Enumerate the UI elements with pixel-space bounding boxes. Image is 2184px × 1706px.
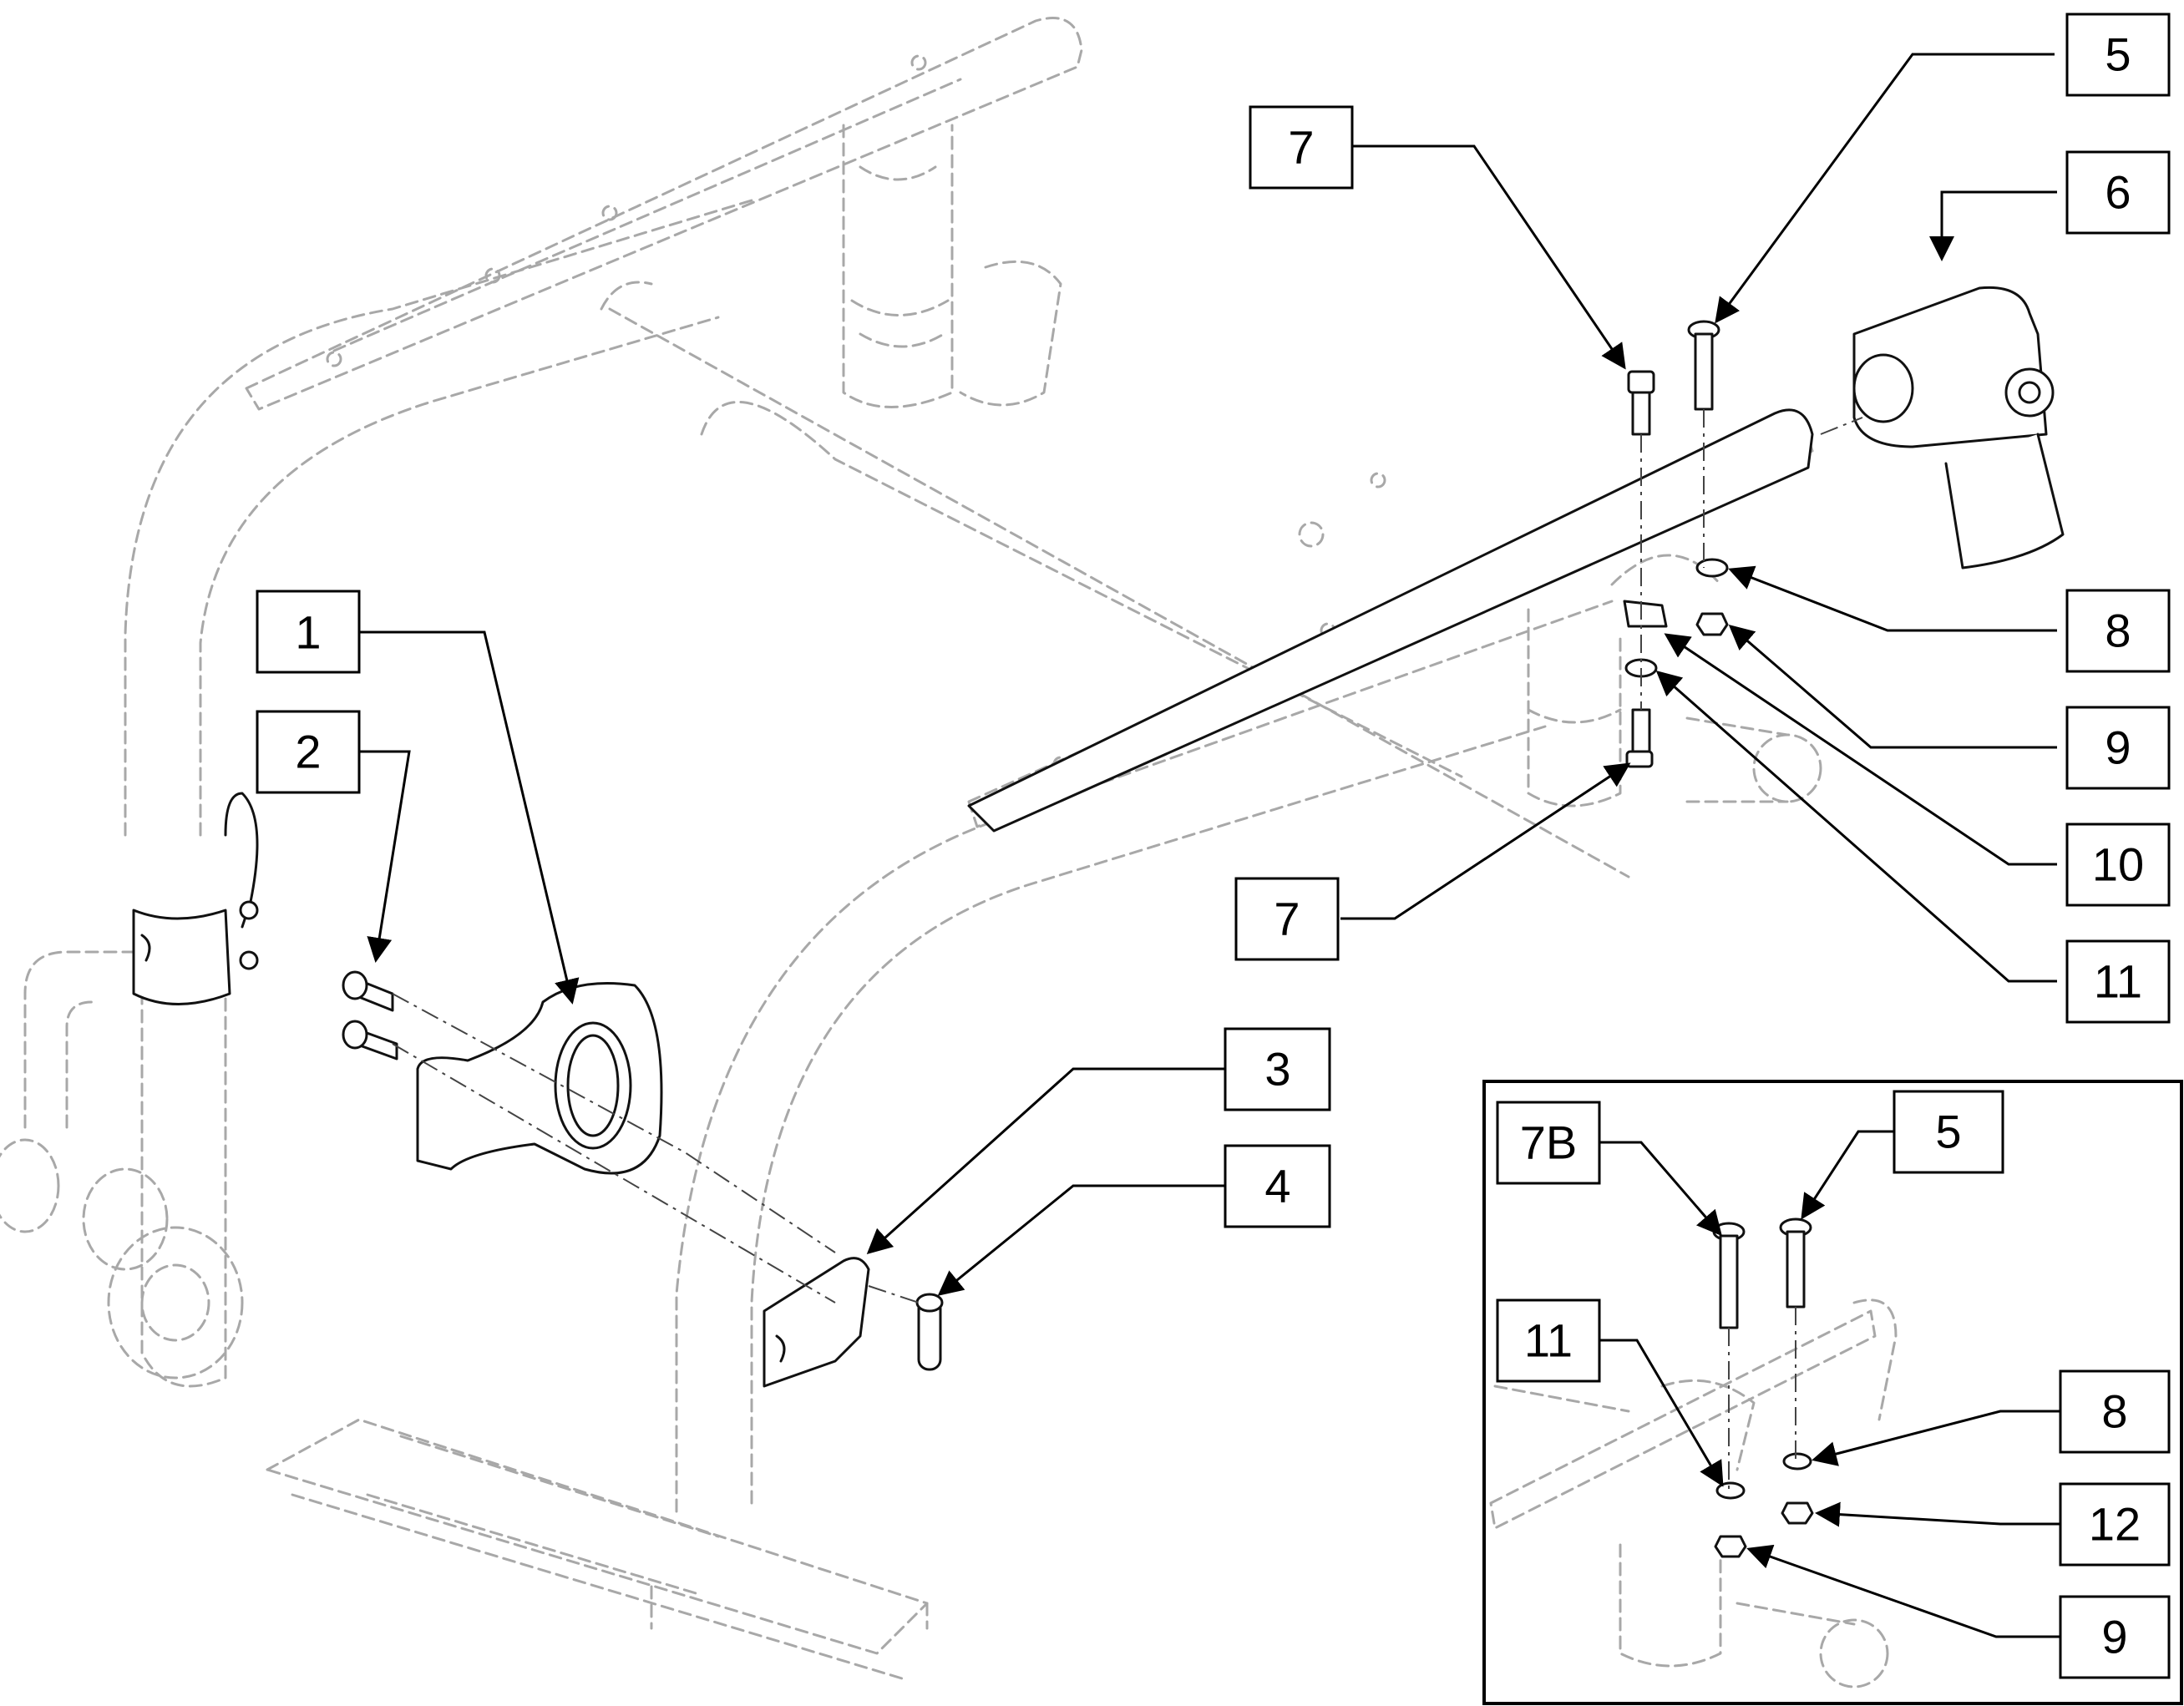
part-5-bolt xyxy=(1687,320,1720,411)
ghost-frame xyxy=(0,17,1822,1680)
inset-callout-11: 11 xyxy=(1496,1298,1601,1383)
inset-callout-8-label: 8 xyxy=(2101,1385,2127,1438)
callout-3-label: 3 xyxy=(1264,1043,1290,1096)
inset-callout-12: 12 xyxy=(2059,1482,2171,1567)
armrest-bar xyxy=(967,408,1814,833)
callout-10: 10 xyxy=(2065,823,2171,907)
callout-6-label: 6 xyxy=(2105,166,2131,219)
callout-7-bottom-label: 7 xyxy=(1274,893,1300,945)
callout-6: 6 xyxy=(2065,150,2171,235)
inset-callout-9-label: 9 xyxy=(2101,1611,2127,1663)
installed-clamp-left xyxy=(132,792,259,1005)
callout-10-label: 10 xyxy=(2092,838,2144,891)
callout-7-bottom: 7 xyxy=(1234,877,1340,961)
inset-detail: 7B 5 11 8 12 9 xyxy=(1482,1080,2183,1705)
callout-11-label: 11 xyxy=(2094,955,2142,1008)
part-1-clamp xyxy=(416,982,663,1175)
leader-lines xyxy=(359,53,2057,1296)
callout-8: 8 xyxy=(2065,589,2171,673)
callout-11: 11 xyxy=(2065,939,2171,1024)
callout-4-label: 4 xyxy=(1264,1160,1290,1212)
callout-4: 4 xyxy=(1224,1144,1331,1228)
inset-callout-5-label: 5 xyxy=(1935,1106,1961,1158)
callout-7-top-label: 7 xyxy=(1288,121,1314,174)
inset-callout-9: 9 xyxy=(2059,1595,2171,1679)
part-3-clamp xyxy=(763,1257,870,1388)
callout-9-label: 9 xyxy=(2105,721,2131,774)
inset-callout-8: 8 xyxy=(2059,1369,2171,1454)
inset-callout-12-label: 12 xyxy=(2089,1498,2141,1551)
inset-callout-7B: 7B xyxy=(1496,1101,1601,1185)
callout-2-label: 2 xyxy=(295,726,321,778)
inset-callout-5: 5 xyxy=(1893,1090,2004,1174)
callout-5: 5 xyxy=(2065,13,2171,97)
part-4-pin xyxy=(915,1293,944,1371)
callout-7-top: 7 xyxy=(1249,105,1354,190)
callout-3: 3 xyxy=(1224,1027,1331,1111)
callout-2: 2 xyxy=(256,710,361,794)
part-7-screw-top xyxy=(1627,370,1655,436)
inset-callout-11-label: 11 xyxy=(1524,1314,1573,1367)
inset-callout-7B-label: 7B xyxy=(1520,1116,1578,1169)
callout-1-label: 1 xyxy=(295,606,321,659)
callout-5-label: 5 xyxy=(2105,28,2131,81)
callout-9: 9 xyxy=(2065,706,2171,790)
assembly-axes xyxy=(392,409,1863,1304)
callout-1: 1 xyxy=(256,590,361,674)
part-6-push-handle xyxy=(1852,286,2065,570)
small-hardware xyxy=(1623,558,1729,768)
part-2-screws xyxy=(342,970,398,1061)
callout-8-label: 8 xyxy=(2105,605,2131,657)
